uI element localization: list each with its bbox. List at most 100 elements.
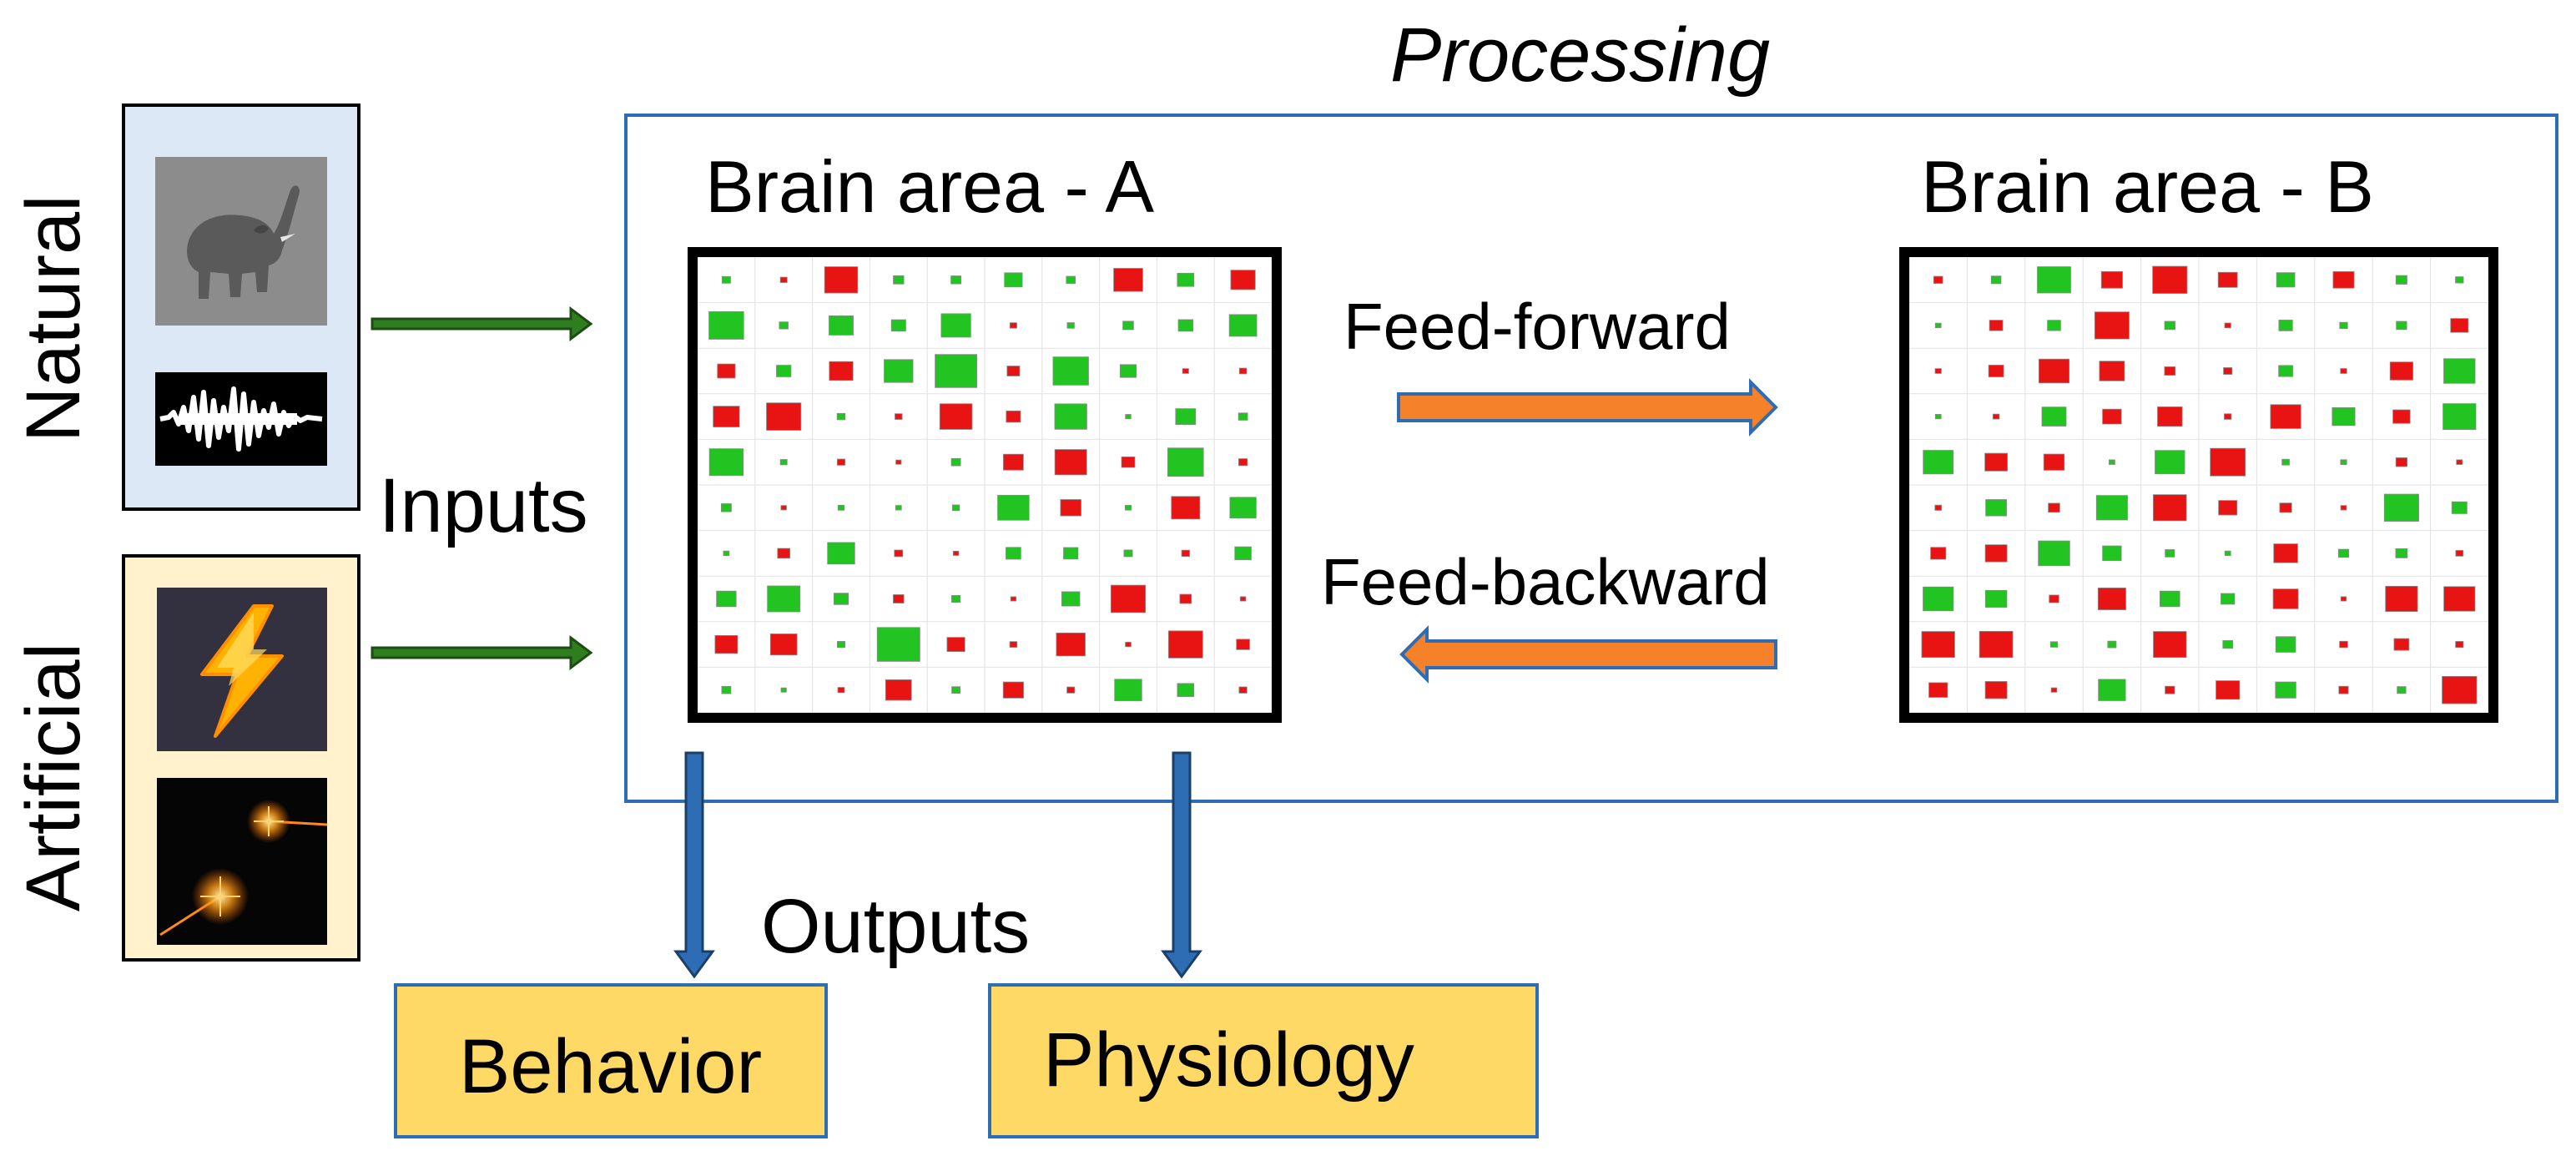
matrix-b-cell (2339, 321, 2348, 329)
brain-area-b-connectivity-matrix (1899, 247, 2498, 723)
brain-area-b-title: Brain area - B (1921, 145, 2374, 228)
matrix-a-cell (780, 687, 787, 693)
matrix-a-cell (1238, 367, 1248, 375)
matrix-b-cell (2332, 271, 2355, 289)
matrix-b-cell (2340, 368, 2347, 374)
matrix-a-cell (1182, 368, 1189, 374)
matrix-b-cell (2275, 681, 2296, 699)
matrix-b-cell (2224, 322, 2231, 329)
matrix-b-cell (2397, 686, 2407, 694)
matrix-a-cell (1171, 496, 1201, 520)
matrix-a-cell (776, 365, 792, 377)
matrix-b-cell (1984, 544, 2008, 563)
processing-title: Processing (1390, 13, 1771, 98)
matrix-a-cell (1228, 314, 1258, 337)
matrix-a-cell (1066, 322, 1075, 329)
artificial-input-arrow (371, 635, 593, 670)
matrix-a-cell (1181, 549, 1190, 558)
elephant-image-icon (155, 157, 327, 326)
matrix-b-cell (2164, 366, 2176, 376)
matrix-b-cell (2272, 588, 2299, 609)
physiology-label: Physiology (1043, 1017, 1414, 1103)
matrix-a-cell (884, 359, 914, 383)
matrix-a-cell (1167, 630, 1203, 659)
matrix-a-cell (1009, 641, 1018, 648)
matrix-a-cell (777, 548, 790, 559)
matrix-b-cell (2278, 365, 2293, 377)
matrix-a-cell (766, 402, 802, 431)
matrix-a-cell (895, 459, 902, 465)
matrix-a-cell (824, 266, 859, 294)
matrix-b-cell (2038, 358, 2070, 384)
matrix-b-cell (2455, 641, 2464, 649)
matrix-a-cell (1066, 275, 1076, 284)
matrix-a-cell (1006, 547, 1021, 560)
matrix-a-cell (723, 550, 730, 557)
matrix-b-cell (2049, 641, 2059, 648)
matrix-b-cell (1989, 320, 2004, 331)
matrix-a-cell (836, 458, 846, 466)
matrix-b-cell (2097, 588, 2126, 610)
matrix-a-cell (1110, 584, 1147, 613)
matrix-a-cell (1056, 632, 1086, 657)
matrix-a-cell (1124, 505, 1132, 511)
matrix-b-cell (2049, 594, 2059, 603)
matrix-a-cell (1177, 683, 1195, 697)
matrix-b-cell (2221, 593, 2236, 605)
matrix-b-cell (1923, 586, 1954, 612)
matrix-b-cell (2224, 550, 2231, 557)
matrix-a-cell (780, 505, 787, 511)
matrix-a-cell (950, 457, 961, 467)
matrix-b-cell (2102, 408, 2122, 425)
matrix-b-cell (1984, 590, 2008, 608)
matrix-a-cell (836, 412, 846, 421)
matrix-b-cell (2152, 265, 2188, 294)
matrix-a-cell (1003, 453, 1024, 471)
natural-inputs-panel (122, 103, 360, 511)
matrix-b-cell (1934, 322, 1942, 329)
matrix-b-cell (2450, 318, 2469, 333)
lightning-bolt-icon (157, 588, 327, 751)
matrix-a-cell (997, 494, 1030, 521)
matrix-a-cell (1238, 686, 1248, 694)
matrix-b-cell (2340, 596, 2347, 602)
matrix-b-cell (2107, 640, 2117, 649)
matrix-b-cell (2100, 270, 2123, 289)
matrix-a-cell (717, 363, 736, 379)
matrix-b-cell (1928, 682, 1948, 698)
matrix-a-cell (1114, 679, 1142, 702)
matrix-a-cell (779, 459, 788, 466)
matrix-a-cell (1121, 456, 1136, 468)
matrix-a-cell (708, 448, 744, 477)
matrix-a-cell (951, 686, 961, 694)
matrix-a-cell (939, 403, 973, 430)
matrix-b-cell (2153, 494, 2187, 522)
matrix-b-cell (2099, 361, 2125, 381)
matrix-a-cell (708, 310, 744, 340)
matrix-a-cell (1066, 686, 1076, 694)
matrix-a-cell (1113, 268, 1143, 292)
matrix-a-cell (946, 637, 965, 652)
matrix-b-cell (2395, 275, 2407, 285)
matrix-a-cell (837, 687, 845, 694)
matrix-b-cell (2218, 500, 2238, 516)
matrix-b-cell (2210, 447, 2246, 477)
matrix-b-cell (1933, 275, 1943, 284)
matrix-b-cell (2389, 361, 2413, 381)
matrix-b-cell (2340, 459, 2347, 465)
matrix-a-cell (714, 634, 739, 654)
matrix-b-cell (2224, 413, 2232, 420)
matrix-a-cell (767, 585, 801, 613)
matrix-b-cell (1979, 631, 2014, 659)
physiology-output-box: Physiology (988, 983, 1539, 1138)
matrix-b-cell (2038, 540, 2070, 567)
matrix-a-cell (890, 319, 906, 332)
matrix-a-cell (1175, 408, 1197, 425)
matrix-a-cell (1054, 403, 1087, 430)
matrix-b-cell (2222, 640, 2233, 649)
matrix-a-cell (833, 593, 849, 605)
matrix-a-cell (895, 413, 903, 420)
matrix-a-cell (1179, 593, 1192, 604)
matrix-b-cell (2395, 548, 2408, 558)
matrix-a-cell (721, 685, 732, 694)
